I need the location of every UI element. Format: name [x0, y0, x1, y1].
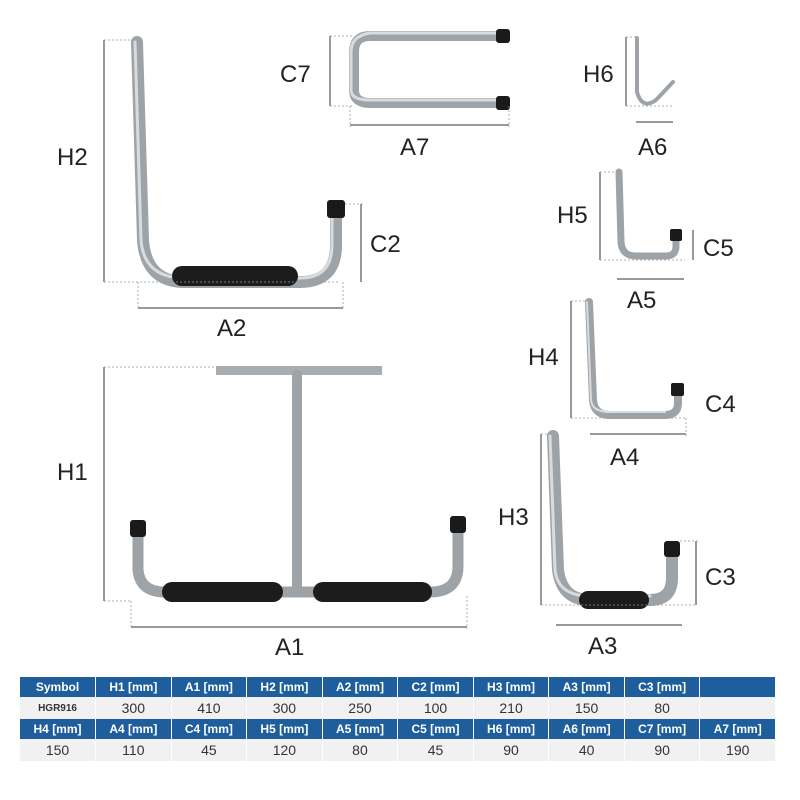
table-header: A1 [mm]	[171, 677, 248, 697]
label-a4: A4	[610, 444, 639, 471]
hook-dimension-diagram: H2 A2 C2 C7 A7 H6 A6 H5 A5 C5	[57, 29, 736, 661]
table-cell: 45	[397, 739, 474, 761]
table-header-row-2: H4 [mm] A4 [mm] C4 [mm] H5 [mm] A5 [mm] …	[20, 719, 776, 739]
table-cell: 90	[624, 739, 701, 761]
table-cell: 300	[246, 697, 323, 719]
table-header: Symbol	[20, 677, 97, 697]
label-c4: C4	[705, 391, 736, 418]
hook-h6-illustration	[635, 36, 675, 106]
table-header: H4 [mm]	[20, 719, 97, 739]
label-a3: A3	[588, 633, 617, 660]
label-c2: C2	[370, 231, 401, 258]
label-a5: A5	[627, 287, 656, 314]
label-c5: C5	[703, 235, 734, 262]
table-header: A6 [mm]	[548, 719, 625, 739]
table-header: C5 [mm]	[397, 719, 474, 739]
hook-h4-illustration	[585, 298, 684, 419]
table-cell: 90	[473, 739, 550, 761]
table-cell: 80	[322, 739, 399, 761]
label-h2: H2	[57, 144, 88, 171]
hook-h2-illustration	[131, 36, 345, 288]
table-header: A5 [mm]	[322, 719, 399, 739]
table-header: A2 [mm]	[322, 677, 399, 697]
table-cell: 120	[246, 739, 323, 761]
table-cell: 150	[548, 697, 625, 719]
table-cell: 410	[171, 697, 248, 719]
hook-h1-illustration	[130, 366, 466, 602]
table-header: A7 [mm]	[699, 719, 776, 739]
table-header	[699, 677, 776, 697]
table-header: H6 [mm]	[473, 719, 550, 739]
label-a6: A6	[638, 134, 667, 161]
table-header: H2 [mm]	[246, 677, 323, 697]
table-cell: 45	[171, 739, 248, 761]
table-cell: 110	[95, 739, 172, 761]
table-cell: 250	[322, 697, 399, 719]
label-h6: H6	[583, 61, 614, 88]
table-header: A3 [mm]	[548, 677, 625, 697]
label-h1: H1	[57, 459, 88, 486]
table-cell: 300	[95, 697, 172, 719]
table-cell	[699, 697, 776, 719]
dimension-table: Symbol H1 [mm] A1 [mm] H2 [mm] A2 [mm] C…	[20, 677, 776, 761]
table-header: A4 [mm]	[95, 719, 172, 739]
table-header-row-1: Symbol H1 [mm] A1 [mm] H2 [mm] A2 [mm] C…	[20, 677, 776, 697]
label-a1: A1	[275, 634, 304, 661]
table-header: H5 [mm]	[246, 719, 323, 739]
label-h5: H5	[557, 202, 588, 229]
table-cell-symbol: HGR916	[20, 697, 97, 719]
table-header: H3 [mm]	[473, 677, 550, 697]
hook-h5-illustration	[615, 168, 682, 260]
label-c7: C7	[280, 61, 311, 88]
label-c3: C3	[705, 564, 736, 591]
table-header: C7 [mm]	[624, 719, 701, 739]
table-cell: 190	[699, 739, 776, 761]
hook-c7-illustration	[349, 29, 510, 110]
label-h4: H4	[528, 344, 559, 371]
table-cell: 80	[624, 697, 701, 719]
hook-h3-illustration	[547, 430, 680, 609]
table-row-2: 150 110 45 120 80 45 90 40 90 190	[20, 739, 776, 761]
table-cell: 150	[20, 739, 97, 761]
label-a7: A7	[400, 134, 429, 161]
table-header: C2 [mm]	[397, 677, 474, 697]
table-header: C3 [mm]	[624, 677, 701, 697]
table-header: C4 [mm]	[171, 719, 248, 739]
table-row-1: HGR916 300 410 300 250 100 210 150 80	[20, 697, 776, 719]
table-cell: 100	[397, 697, 474, 719]
table-cell: 210	[473, 697, 550, 719]
table-header: H1 [mm]	[95, 677, 172, 697]
table-cell: 40	[548, 739, 625, 761]
label-a2: A2	[217, 315, 246, 342]
label-h3: H3	[498, 504, 529, 531]
